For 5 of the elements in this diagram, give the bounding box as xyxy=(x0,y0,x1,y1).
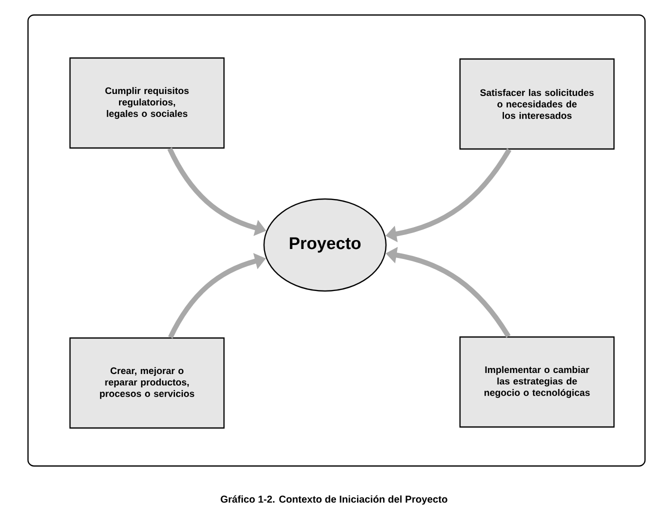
process-box: Implementar o cambiar las estrategias de negocio o tecnológicas xyxy=(459,336,615,428)
process-box: Satisfacer las solicitudes o necesidades de los interesados xyxy=(459,58,615,150)
process-box: Cumplir requisitos regulatorios, legales o sociales xyxy=(69,57,225,149)
process-box: Crear, mejorar o reparar productos, procesos o servicios xyxy=(69,337,225,429)
caption: Gráfico 1-2. Contexto de Iniciación del Proyecto xyxy=(220,495,448,505)
